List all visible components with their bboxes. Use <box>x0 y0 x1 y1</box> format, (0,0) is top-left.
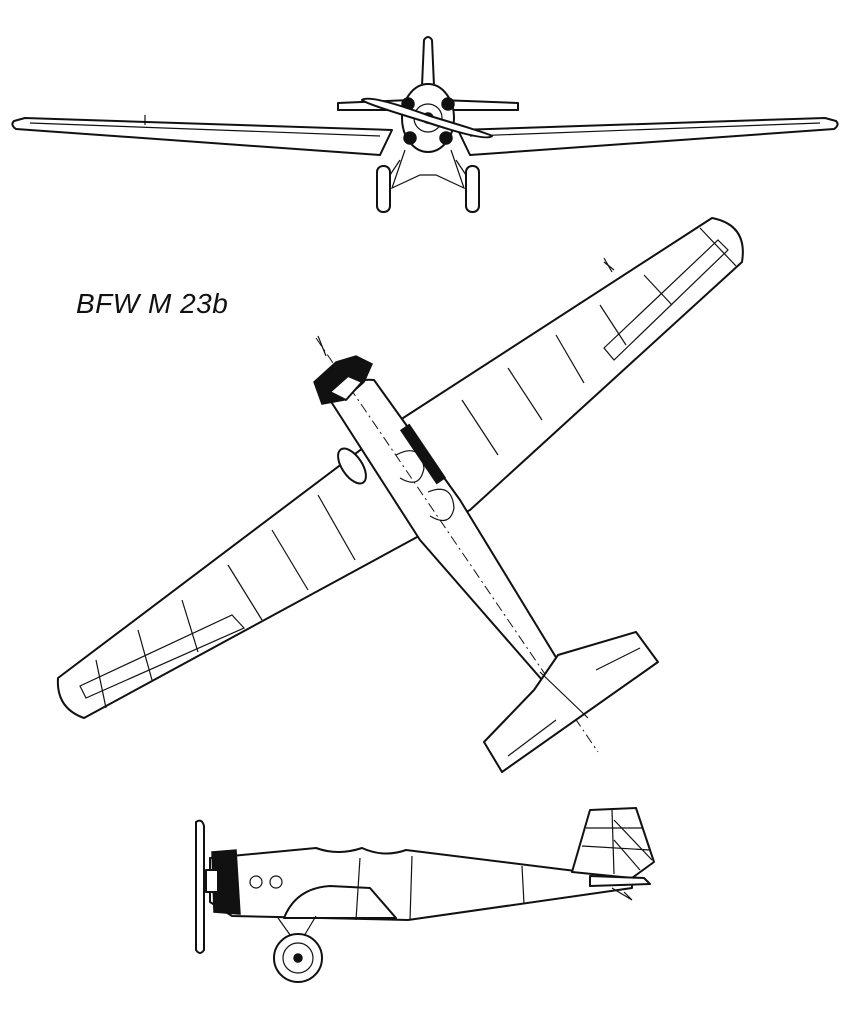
front-fin <box>421 36 435 87</box>
front-view <box>11 36 839 213</box>
front-wheel-right <box>465 165 480 213</box>
plan-view <box>56 217 744 773</box>
front-wing-right <box>457 117 839 156</box>
aircraft-title: BFW M 23b <box>76 288 229 319</box>
plan-wheel <box>337 447 367 485</box>
plan-wing-slot <box>399 423 447 485</box>
side-propeller <box>195 819 205 954</box>
side-wing-root <box>283 885 397 919</box>
side-fuselage <box>209 847 633 921</box>
front-wheel-left <box>376 165 391 213</box>
side-view <box>195 807 655 983</box>
plan-aileron-right <box>603 239 729 361</box>
plan-aileron-left <box>79 614 246 699</box>
front-wing-left <box>11 117 393 156</box>
front-propeller <box>361 97 493 139</box>
